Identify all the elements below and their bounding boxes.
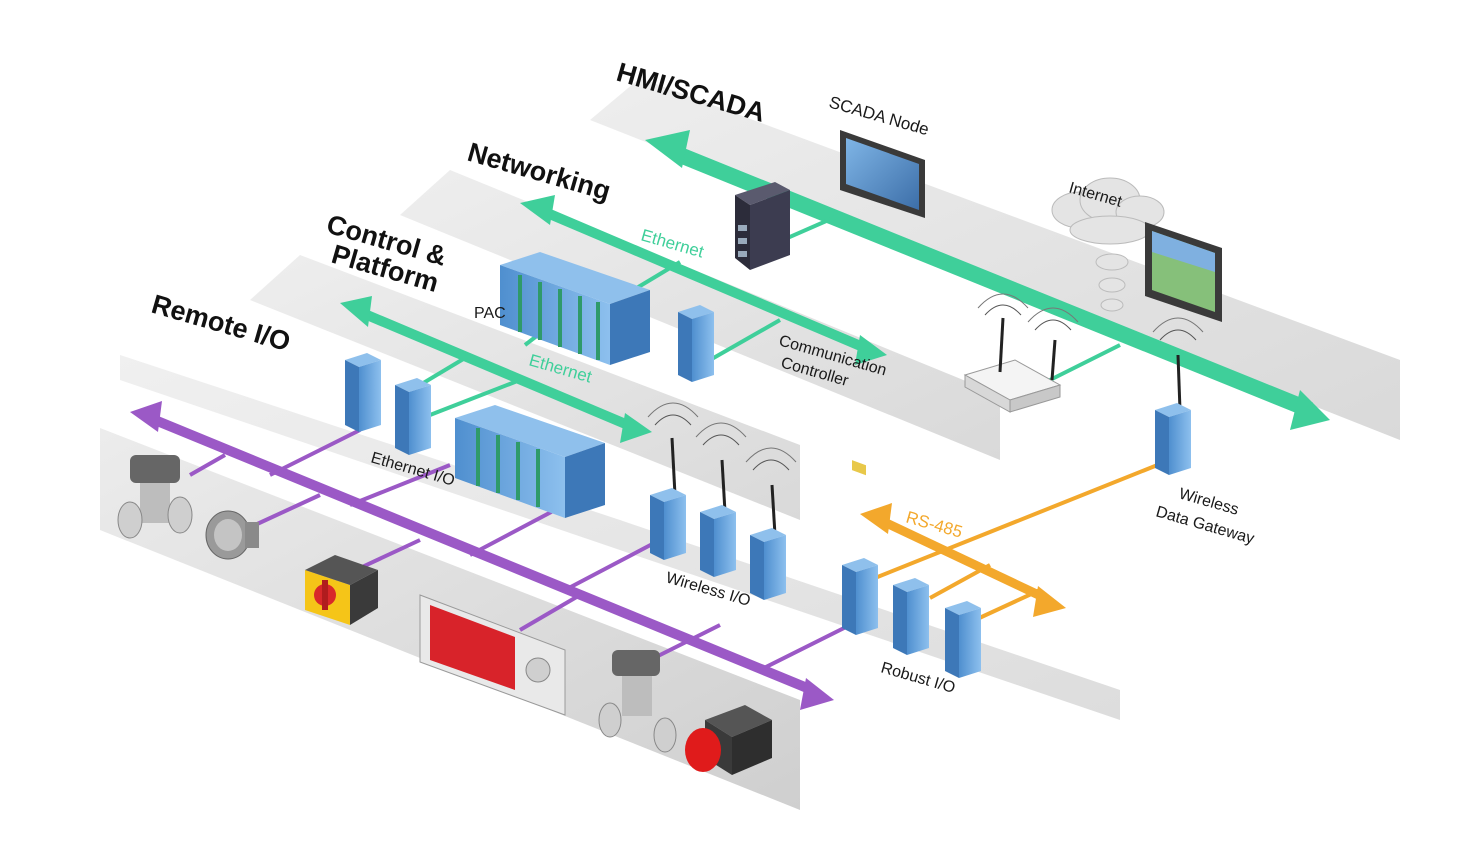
wireless-io-modules [647,402,797,600]
wireless-router-icon [963,293,1204,413]
led-display-icon [419,594,566,716]
robust-io-modules [842,558,981,678]
ethernet-io-modules [345,353,431,455]
speaker-icon [205,510,259,560]
pac-label: PAC [474,305,506,322]
wireless-gateway-icon [1155,354,1191,475]
cloud-icon [1051,177,1165,312]
hmi-platform [590,78,1400,440]
networking-ethernet-bus [520,195,887,365]
pac-rack-icon [500,252,650,365]
rs485-bus [860,458,1171,622]
fieldbus-drops [189,428,851,672]
scada-node-monitor [840,130,925,476]
flow-valve-icon [598,650,677,753]
monitor-icon [1145,222,1222,322]
io-module-icon [678,305,714,382]
push-button-icon [685,705,772,775]
ethernet-switch-icon [735,182,790,270]
pac-rack-lower-icon [455,405,605,518]
valve-icon [117,455,193,539]
wireless-gateway-label-line2: Data Gateway [1154,504,1256,548]
fieldbus-line [130,401,834,710]
control-ethernet-bus [340,296,652,443]
rotary-switch-icon [305,555,378,625]
